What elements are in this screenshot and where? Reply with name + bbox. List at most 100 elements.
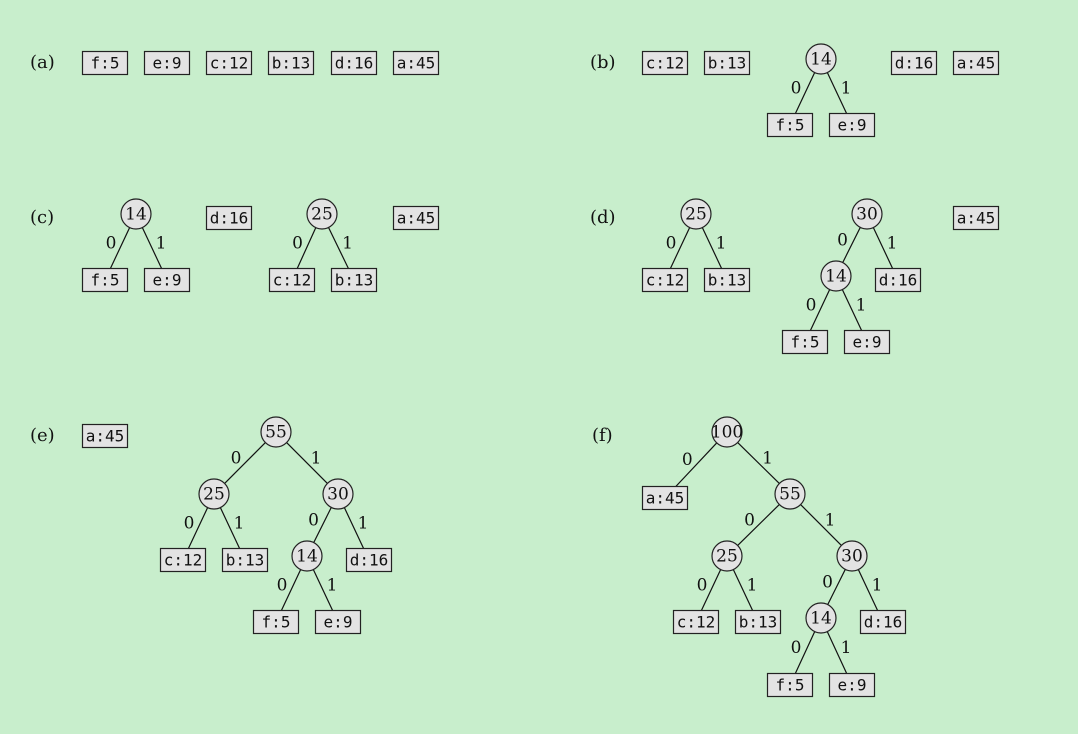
leaf-box bbox=[81, 267, 129, 293]
leaf-label: f:5 bbox=[91, 271, 120, 290]
edge-bit-label: 0 bbox=[277, 576, 288, 596]
leaf-label: e:9 bbox=[324, 613, 353, 632]
node-weight: 14 bbox=[825, 267, 847, 287]
leaf-b: b:13 bbox=[221, 547, 269, 573]
edge-n14-e bbox=[841, 289, 863, 331]
leaf-e: e:9 bbox=[828, 672, 876, 698]
edge-n55-n25 bbox=[224, 442, 266, 484]
leaf-box bbox=[159, 547, 207, 573]
node-weight: 55 bbox=[265, 423, 287, 443]
leaf-label: a:45 bbox=[86, 427, 125, 446]
leaf-a: a:45 bbox=[952, 205, 1000, 231]
edge-n25-b bbox=[328, 227, 349, 269]
leaf-a: a:45 bbox=[952, 50, 1000, 76]
panel-label: (b) bbox=[590, 52, 616, 73]
leaf-box bbox=[952, 50, 1000, 76]
leaf-box bbox=[952, 205, 1000, 231]
edge-bit-label: 0 bbox=[806, 296, 817, 316]
leaf-label: d:16 bbox=[879, 271, 918, 290]
panel-label: (d) bbox=[590, 207, 616, 228]
leaf-box bbox=[641, 267, 689, 293]
leaf-c: c:12 bbox=[672, 609, 720, 635]
leaf-box bbox=[672, 609, 720, 635]
leaf-box bbox=[143, 267, 191, 293]
leaf-d: d:16 bbox=[874, 267, 922, 293]
edge-n55-n30 bbox=[286, 442, 328, 484]
node-circle bbox=[711, 416, 743, 448]
tree-node-30: 30 bbox=[851, 198, 883, 230]
leaf-box bbox=[828, 672, 876, 698]
tree-node-14: 14 bbox=[805, 43, 837, 75]
node-circle bbox=[680, 198, 712, 230]
tree-node-14: 14 bbox=[120, 198, 152, 230]
leaf-box bbox=[221, 547, 269, 573]
edge-bit-label: 0 bbox=[697, 576, 708, 596]
node-weight: 55 bbox=[779, 485, 801, 505]
edge-n14-e bbox=[312, 569, 334, 611]
edge-n55-n30 bbox=[800, 504, 842, 546]
edge-bit-label: 1 bbox=[856, 296, 867, 316]
leaf-box bbox=[330, 50, 378, 76]
leaf-box bbox=[874, 267, 922, 293]
leaf-box bbox=[314, 609, 362, 635]
edge-bit-label: 0 bbox=[292, 234, 303, 254]
tree-node-100: 100 bbox=[711, 416, 743, 448]
leaf-box bbox=[81, 423, 129, 449]
leaf-label: d:16 bbox=[350, 551, 389, 570]
tree-node-25: 25 bbox=[680, 198, 712, 230]
edge-n30-n14 bbox=[842, 227, 861, 263]
leaf-box bbox=[828, 112, 876, 138]
edge-bit-label: 1 bbox=[747, 576, 758, 596]
leaf-box bbox=[81, 50, 129, 76]
edge-n14-f bbox=[794, 72, 816, 114]
leaf-b: b:13 bbox=[734, 609, 782, 635]
tree-node-14: 14 bbox=[805, 602, 837, 634]
leaf-d: d:16 bbox=[205, 205, 253, 231]
tree-node-14: 14 bbox=[820, 260, 852, 292]
edge-n25-b bbox=[219, 507, 241, 549]
edge-bit-label: 0 bbox=[837, 231, 848, 251]
leaf-box bbox=[268, 267, 316, 293]
leaf-box bbox=[205, 205, 253, 231]
edge-bit-label: 1 bbox=[156, 234, 167, 254]
leaf-d: d:16 bbox=[345, 547, 393, 573]
leaf-label: c:12 bbox=[273, 271, 312, 290]
leaf-label: e:9 bbox=[153, 271, 182, 290]
node-circle bbox=[820, 260, 852, 292]
panel-label: (f) bbox=[592, 425, 613, 446]
edge-n100-n55 bbox=[737, 442, 780, 484]
leaf-a: a:45 bbox=[81, 423, 129, 449]
edge-bit-label: 0 bbox=[791, 638, 802, 658]
node-weight: 100 bbox=[711, 423, 743, 443]
leaf-box bbox=[345, 547, 393, 573]
leaf-label: e:9 bbox=[838, 116, 867, 135]
edge-bit-label: 0 bbox=[231, 449, 242, 469]
leaf-a: a:45 bbox=[392, 205, 440, 231]
leaf-label: a:45 bbox=[646, 489, 685, 508]
leaf-label: b:13 bbox=[739, 613, 778, 632]
edge-n14-e bbox=[826, 631, 848, 674]
leaf-e: e:9 bbox=[843, 329, 891, 355]
leaf-label: b:13 bbox=[708, 271, 747, 290]
panel-label: (a) bbox=[30, 52, 55, 73]
leaf-d: d:16 bbox=[890, 50, 938, 76]
leaf-label: d:16 bbox=[210, 209, 249, 228]
leaf-label: f:5 bbox=[776, 116, 805, 135]
node-circle bbox=[851, 198, 883, 230]
edge-bit-label: 1 bbox=[762, 449, 773, 469]
leaf-label: e:9 bbox=[853, 333, 882, 352]
leaf-label: a:45 bbox=[397, 209, 436, 228]
leaf-f: f:5 bbox=[766, 672, 814, 698]
leaf-box bbox=[843, 329, 891, 355]
tree-node-30: 30 bbox=[322, 478, 354, 510]
leaf-b: b:13 bbox=[703, 50, 751, 76]
edge-bit-label: 0 bbox=[308, 511, 319, 531]
edge-n14-f bbox=[794, 631, 816, 674]
tree-node-55: 55 bbox=[774, 478, 806, 510]
edge-n25-b bbox=[701, 227, 723, 269]
leaf-label: f:5 bbox=[91, 54, 120, 73]
leaf-a: a:45 bbox=[392, 50, 440, 76]
leaf-box bbox=[766, 112, 814, 138]
edge-n25-c bbox=[187, 507, 209, 549]
edge-n55-n25 bbox=[737, 504, 780, 546]
